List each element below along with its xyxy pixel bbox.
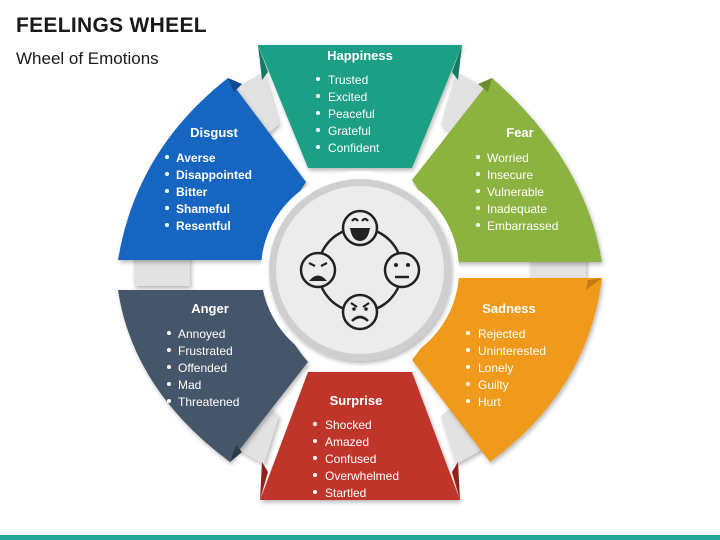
segments-layer: Happiness Trusted Excited Peaceful Grate… <box>118 45 602 500</box>
segment-surprise-list: Shocked Amazed Confused Overwhelmed Star… <box>313 418 399 500</box>
segment-surprise-item: Amazed <box>325 435 369 449</box>
page-subtitle: Wheel of Emotions <box>16 49 159 68</box>
gray-block-anger-disgust <box>134 252 190 286</box>
segment-fear-shape <box>412 78 602 262</box>
segment-anger-item: Mad <box>178 378 201 392</box>
segment-happiness-item: Trusted <box>328 73 368 87</box>
segment-anger-shape <box>118 290 308 462</box>
segment-disgust-list: Averse Disappointed Bitter Shameful Rese… <box>165 151 252 233</box>
segment-anger-item: Frustrated <box>178 344 233 358</box>
segment-disgust-item: Resentful <box>176 219 231 233</box>
segment-fear-fold <box>478 78 492 92</box>
segment-disgust-item: Disappointed <box>176 168 252 182</box>
segment-surprise-item: Confused <box>325 452 376 466</box>
segment-fear-item: Inadequate <box>487 202 547 216</box>
segment-happiness-item: Confident <box>328 141 380 155</box>
segment-happiness-item: Peaceful <box>328 107 375 121</box>
segment-sadness: Sadness Rejected Uninterested Lonely Gui… <box>412 278 602 462</box>
segment-sadness-shape <box>412 278 602 462</box>
segment-disgust-title: Disgust <box>190 125 238 140</box>
segment-disgust-item: Bitter <box>176 185 208 199</box>
center-disc <box>276 186 444 354</box>
segment-disgust-fold <box>228 78 242 92</box>
segment-sadness-item: Uninterested <box>478 344 546 358</box>
segment-fear-list: Worried Insecure Vulnerable Inadequate E… <box>476 151 558 233</box>
segment-fear-item: Embarrassed <box>487 219 558 233</box>
segment-anger-fold <box>230 445 242 462</box>
segment-happiness-shape <box>258 45 462 168</box>
segment-anger-title: Anger <box>191 301 229 316</box>
segment-happiness: Happiness Trusted Excited Peaceful Grate… <box>258 45 462 168</box>
segment-disgust-item: Shameful <box>176 202 230 216</box>
segment-happiness-item: Excited <box>328 90 367 104</box>
segment-anger-item: Offended <box>178 361 227 375</box>
angry-face-icon <box>341 293 379 331</box>
segment-disgust-shape <box>118 78 306 260</box>
segment-happiness-list: Trusted Excited Peaceful Grateful Confid… <box>316 73 380 155</box>
segment-fear: Fear Worried Insecure Vulnerable Inadequ… <box>412 78 602 262</box>
segment-surprise-item: Shocked <box>325 418 372 432</box>
neutral-face-icon <box>383 251 421 289</box>
segment-sadness-title: Sadness <box>482 301 535 316</box>
segment-fear-title: Fear <box>506 125 533 140</box>
segment-surprise-shape <box>260 372 460 500</box>
segment-fear-item: Vulnerable <box>487 185 544 199</box>
segment-anger-item: Threatened <box>178 395 239 409</box>
segment-disgust-item: Averse <box>176 151 216 165</box>
segment-sadness-item: Lonely <box>478 361 513 375</box>
segment-sadness-list: Rejected Uninterested Lonely Guilty Hurt <box>466 327 546 409</box>
segment-sadness-item: Rejected <box>478 327 525 341</box>
segment-happiness-fold-right <box>452 45 462 80</box>
segment-surprise-item: Overwhelmed <box>325 469 399 483</box>
segment-sadness-item: Hurt <box>478 395 501 409</box>
segment-surprise: Surprise Shocked Amazed Confused Overwhe… <box>260 372 460 500</box>
segment-sadness-item: Guilty <box>478 378 509 392</box>
footer-accent-bar <box>0 535 720 540</box>
segment-surprise-fold-right <box>452 462 460 500</box>
segment-sadness-fold <box>586 278 602 290</box>
page-title: FEELINGS WHEEL <box>16 14 207 37</box>
segment-surprise-fold-left <box>260 462 268 500</box>
segment-surprise-item: Startled <box>325 486 366 500</box>
segment-happiness-title: Happiness <box>327 48 393 63</box>
segment-surprise-title: Surprise <box>330 393 383 408</box>
segment-fear-item: Worried <box>487 151 529 165</box>
segment-disgust: Disgust Averse Disappointed Bitter Shame… <box>118 78 306 260</box>
segment-anger-item: Annoyed <box>178 327 225 341</box>
segment-fear-item: Insecure <box>487 168 533 182</box>
happy-face-icon <box>341 209 379 247</box>
sad-face-icon <box>299 251 337 289</box>
segment-anger-list: Annoyed Frustrated Offended Mad Threaten… <box>167 327 239 409</box>
segment-happiness-fold-left <box>258 45 268 80</box>
segment-happiness-item: Grateful <box>328 124 371 138</box>
segment-anger: Anger Annoyed Frustrated Offended Mad Th… <box>118 290 308 462</box>
center-hub <box>261 171 459 369</box>
